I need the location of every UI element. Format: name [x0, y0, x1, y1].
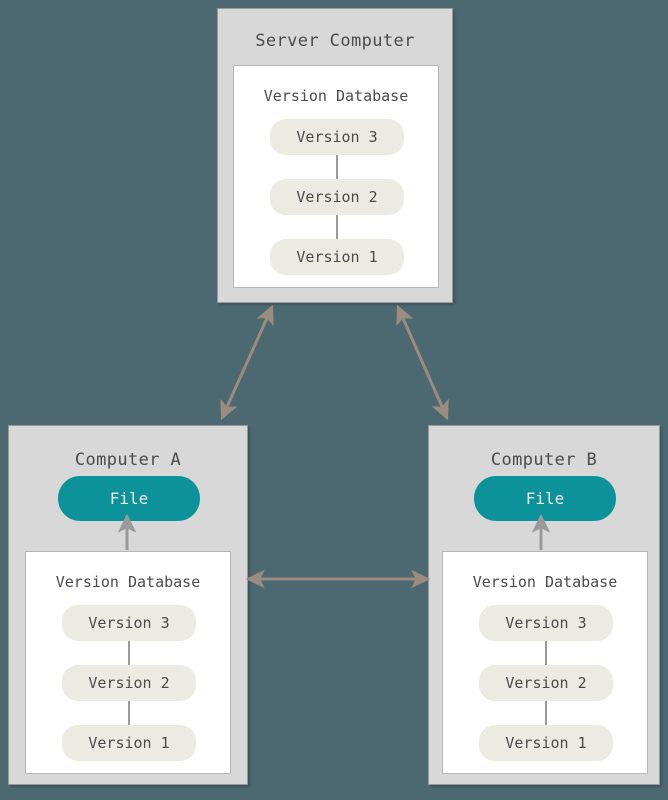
computer-b-version-connector-3-2 [545, 641, 547, 665]
server-version-database-title: Version Database [263, 87, 409, 105]
server-version-pill-1-label: Version 1 [296, 248, 378, 266]
server-version-pill-2-label: Version 2 [296, 188, 378, 206]
computer-b-version-connector-2-1 [545, 701, 547, 725]
computer-a-box: Computer A File Version Database Version… [8, 425, 248, 785]
computer-b-version-pill-3: Version 3 [479, 605, 613, 641]
server-version-connector-3-2 [336, 155, 338, 179]
computer-b-version-pill-2-label: Version 2 [505, 674, 587, 692]
computer-a-version-pill-2-label: Version 2 [88, 674, 170, 692]
server-computer-box: Server Computer Version Database Version… [217, 8, 453, 303]
computer-a-version-database-title: Version Database [55, 573, 201, 591]
computer-b-file-pill: File [474, 476, 616, 521]
computer-a-version-pill-1-label: Version 1 [88, 734, 170, 752]
computer-a-version-pill-3: Version 3 [62, 605, 196, 641]
computer-b-title: Computer B [490, 450, 598, 470]
computer-b-file-label: File [525, 489, 565, 508]
server-version-pill-2: Version 2 [270, 179, 404, 215]
computer-a-version-connector-3-2 [128, 641, 130, 665]
computer-a-version-pill-2: Version 2 [62, 665, 196, 701]
server-computer-title: Server Computer [255, 31, 415, 51]
computer-a-version-database-box: Version Database Version 3 Version 2 Ver… [25, 551, 231, 774]
computer-b-version-database-title: Version Database [472, 573, 618, 591]
server-version-connector-2-1 [336, 215, 338, 239]
computer-b-version-database-box: Version Database Version 3 Version 2 Ver… [442, 551, 648, 774]
computer-a-version-pill-1: Version 1 [62, 725, 196, 761]
computer-a-file-label: File [109, 489, 149, 508]
computer-a-version-connector-2-1 [128, 701, 130, 725]
computer-a-title: Computer A [74, 450, 182, 470]
computer-a-file-pill: File [58, 476, 200, 521]
server-version-pill-3: Version 3 [270, 119, 404, 155]
server-version-pill-1: Version 1 [270, 239, 404, 275]
arrow-server-computer-a [220, 304, 274, 421]
server-version-database-box: Version Database Version 3 Version 2 Ver… [233, 65, 439, 288]
computer-b-version-pill-2: Version 2 [479, 665, 613, 701]
server-version-pill-3-label: Version 3 [296, 128, 378, 146]
arrow-server-computer-b [396, 304, 449, 421]
computer-b-version-pill-1: Version 1 [479, 725, 613, 761]
computer-b-version-pill-3-label: Version 3 [505, 614, 587, 632]
computer-b-version-pill-1-label: Version 1 [505, 734, 587, 752]
computer-a-version-pill-3-label: Version 3 [88, 614, 170, 632]
computer-b-box: Computer B File Version Database Version… [428, 425, 660, 785]
